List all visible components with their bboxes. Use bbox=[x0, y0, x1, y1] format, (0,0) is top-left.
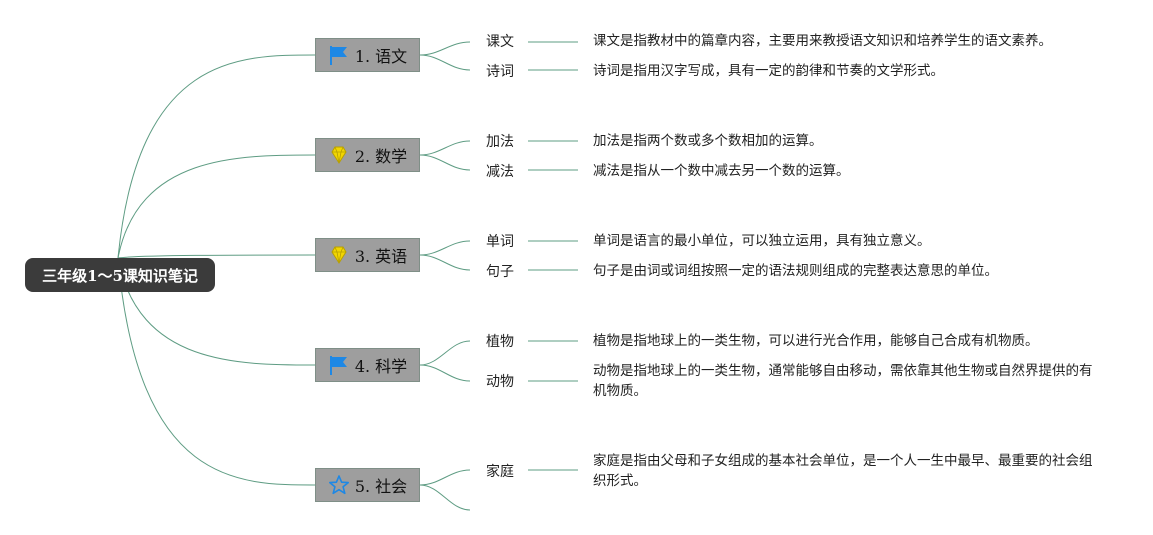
root-branch-connector bbox=[117, 154, 316, 259]
topic-label[interactable]: 加法 bbox=[486, 134, 514, 150]
branch-topic-connector bbox=[419, 340, 471, 366]
branch-topic-connector bbox=[419, 154, 471, 171]
root-branch-connector bbox=[117, 257, 316, 366]
topic-description[interactable]: 诗词是指用汉字写成，具有一定的韵律和节奏的文学形式。 bbox=[593, 63, 944, 79]
topic-description[interactable]: 减法是指从一个数中减去另一个数的运算。 bbox=[593, 163, 850, 179]
star-icon bbox=[328, 474, 350, 496]
branch-node-science[interactable]: 4. 科学 bbox=[315, 348, 420, 382]
branch-label: 5. 社会 bbox=[354, 477, 408, 496]
root-title: 三年级1～5课知识笔记 bbox=[42, 266, 198, 285]
branch-label: 1. 语文 bbox=[354, 47, 408, 66]
topic-label[interactable]: 家庭 bbox=[486, 464, 514, 480]
topic-label[interactable]: 诗词 bbox=[486, 64, 514, 80]
topic-label[interactable]: 句子 bbox=[486, 264, 514, 280]
branch-topic-connector bbox=[419, 484, 471, 511]
diamond-icon bbox=[328, 144, 350, 166]
flag-icon bbox=[328, 354, 350, 376]
branch-topic-connector bbox=[419, 54, 471, 71]
root-branch-connector bbox=[117, 257, 316, 486]
root-branch-connector bbox=[117, 54, 316, 259]
topic-description[interactable]: 家庭是指由父母和子女组成的基本社会单位，是一个人一生中最早、最重要的社会组织形式… bbox=[593, 453, 1093, 489]
flag-icon bbox=[328, 44, 350, 66]
branch-node-society[interactable]: 5. 社会 bbox=[315, 468, 420, 502]
topic-label[interactable]: 减法 bbox=[486, 164, 514, 180]
root-branch-connector bbox=[117, 254, 316, 259]
branch-node-math[interactable]: 2. 数学 bbox=[315, 138, 420, 172]
topic-description[interactable]: 句子是由词或词组按照一定的语法规则组成的完整表达意思的单位。 bbox=[593, 263, 998, 279]
topic-description[interactable]: 加法是指两个数或多个数相加的运算。 bbox=[593, 133, 823, 149]
topic-label[interactable]: 植物 bbox=[486, 334, 514, 350]
root-node[interactable]: 三年级1～5课知识笔记 bbox=[25, 258, 215, 292]
branch-topic-connector bbox=[419, 469, 471, 486]
branch-topic-connector bbox=[419, 364, 471, 382]
branch-node-chinese[interactable]: 1. 语文 bbox=[315, 38, 420, 72]
branch-label: 3. 英语 bbox=[354, 247, 408, 266]
topic-description[interactable]: 单词是语言的最小单位，可以独立运用，具有独立意义。 bbox=[593, 233, 931, 249]
branch-topic-connector bbox=[419, 254, 471, 271]
topic-label[interactable]: 单词 bbox=[486, 234, 514, 250]
topic-description[interactable]: 动物是指地球上的一类生物，通常能够自由移动，需依靠其他生物或自然界提供的有机物质… bbox=[593, 363, 1093, 399]
branch-label: 4. 科学 bbox=[354, 357, 408, 376]
branch-node-english[interactable]: 3. 英语 bbox=[315, 238, 420, 272]
branch-label: 2. 数学 bbox=[354, 147, 408, 166]
diamond-icon bbox=[328, 244, 350, 266]
topic-label[interactable]: 课文 bbox=[486, 34, 514, 50]
topic-description[interactable]: 课文是指教材中的篇章内容，主要用来教授语文知识和培养学生的语文素养。 bbox=[593, 33, 1052, 49]
topic-description[interactable]: 植物是指地球上的一类生物，可以进行光合作用，能够自己合成有机物质。 bbox=[593, 333, 1039, 349]
branch-topic-connector bbox=[419, 240, 471, 256]
topic-label[interactable]: 动物 bbox=[486, 374, 514, 390]
branch-topic-connector bbox=[419, 140, 471, 156]
branch-topic-connector bbox=[419, 41, 471, 56]
